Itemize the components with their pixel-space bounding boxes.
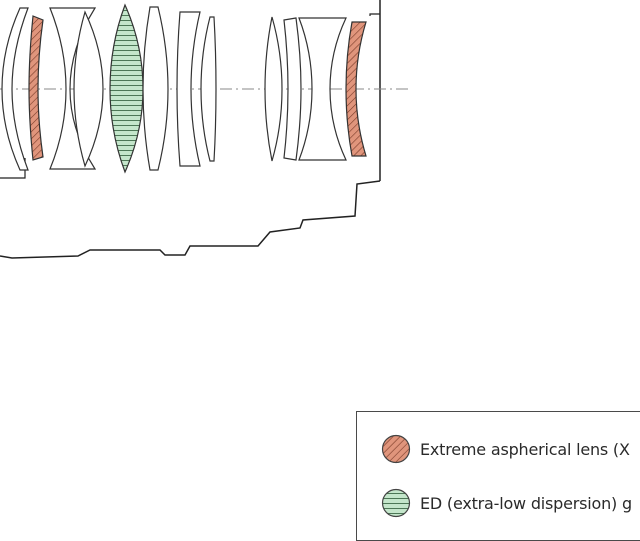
aspherical-lens-rear [345, 21, 367, 157]
hatched-green-circle-icon [381, 488, 411, 518]
lens-element-11 [298, 17, 347, 161]
barrel-outline-mount [369, 13, 380, 16]
legend-label-ed-glass: ED (extra-low dispersion) g [420, 493, 632, 513]
lens-element-3 [49, 7, 97, 170]
lens-element-1 [1, 7, 29, 171]
ed-glass-element [109, 3, 144, 174]
lens-element-8 [200, 16, 217, 162]
lens-element-7 [176, 11, 201, 167]
barrel-outline-bottom [0, 180, 381, 259]
legend-label-aspherical: Extreme aspherical lens (X [420, 439, 630, 459]
lens-construction-diagram [0, 0, 412, 259]
lens-element-9 [264, 16, 283, 162]
legend-box: Extreme aspherical lens (X ED (extra-low… [356, 411, 640, 541]
lens-element-10 [283, 17, 302, 161]
aspherical-lens-front [28, 15, 44, 161]
lens-element-6 [142, 6, 169, 171]
legend-item-ed-glass: ED (extra-low dispersion) g [381, 488, 632, 518]
hatched-red-circle-icon [381, 434, 411, 464]
legend-item-aspherical: Extreme aspherical lens (X [381, 434, 630, 464]
lens-element-4 [73, 10, 104, 168]
